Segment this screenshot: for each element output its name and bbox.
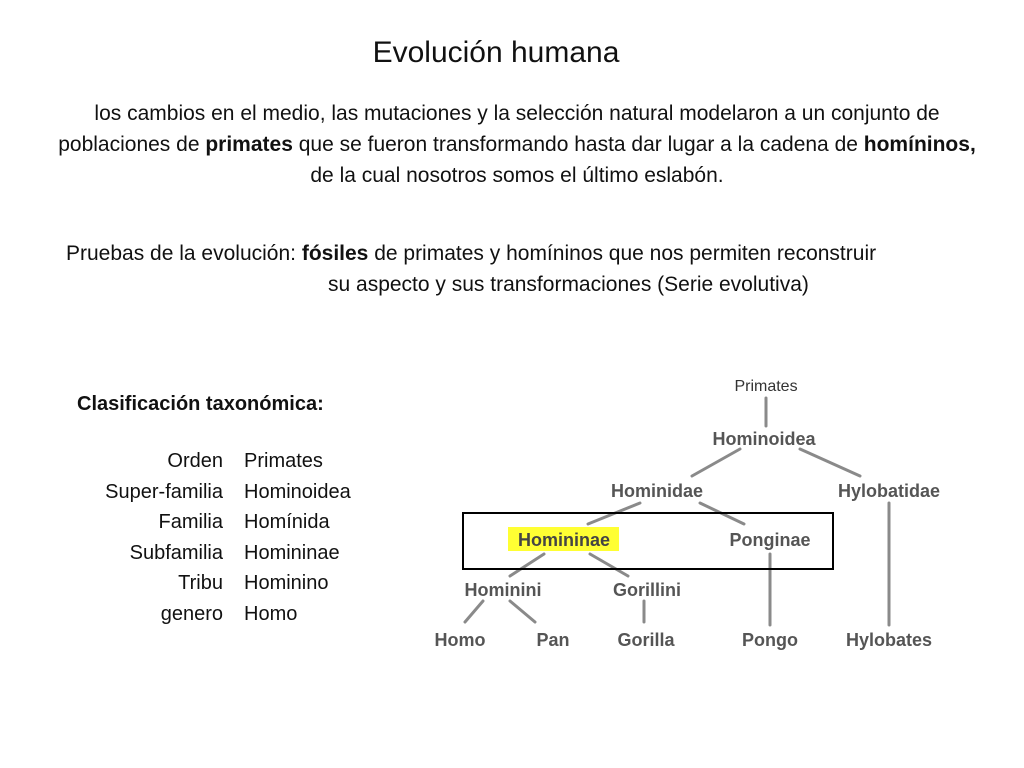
taxonomy-row-orden: Orden Primates xyxy=(60,446,351,477)
branch-hominoidea-hylobatidae xyxy=(798,447,862,478)
node-homininae: Homininae xyxy=(518,530,610,550)
taxonomy-row-subfamilia: Subfamilia Homininae xyxy=(60,538,351,569)
taxonomy-row-superfamilia: Super-familia Hominoidea xyxy=(60,477,351,508)
branch-hominini-homo xyxy=(463,599,485,624)
node-primates: Primates xyxy=(734,378,797,395)
intro-text-1: los cambios en el medio, las mutaciones … xyxy=(58,102,940,156)
classification-heading: Clasificación taxonómica: xyxy=(77,393,324,415)
taxonomy-name: Homínida xyxy=(244,511,330,533)
node-hylobatidae: Hylobatidae xyxy=(838,481,940,501)
taxonomy-name: Hominoidea xyxy=(244,480,351,503)
evidence-bold-fosiles: fósiles xyxy=(301,242,369,265)
node-ponginae: Ponginae xyxy=(729,530,810,550)
taxonomy-rank: Subfamilia xyxy=(129,541,223,564)
node-hominidae: Hominidae xyxy=(611,481,703,501)
evidence-line-1: Pruebas de la evolución: fósiles de prim… xyxy=(66,238,876,269)
taxonomy-rank: genero xyxy=(160,602,223,625)
leaf-homo: Homo xyxy=(435,630,486,650)
leaf-pan: Pan xyxy=(536,630,569,650)
intro-text-3: de la cual nosotros somos el último esla… xyxy=(310,164,724,187)
homininae-frame xyxy=(462,512,834,570)
branch-homininae-hominini xyxy=(508,552,546,578)
leaf-gorilla: Gorilla xyxy=(617,630,675,650)
node-hominini: Hominini xyxy=(465,580,542,600)
taxonomy-rank: Super-familia xyxy=(105,480,223,503)
evidence-rest: de primates y homíninos que nos permiten… xyxy=(368,242,877,265)
title-text: Evolución humana xyxy=(372,36,620,69)
evidence-prefix: Pruebas de la evolución: xyxy=(66,242,302,265)
taxonomy-rank: Familia xyxy=(158,511,223,533)
taxonomy-name: Homininae xyxy=(244,541,340,564)
intro-bold-homininos: homíninos, xyxy=(863,133,976,156)
taxonomy-rank: Orden xyxy=(167,450,223,472)
taxonomy-name: Hominino xyxy=(244,572,329,594)
taxonomy-rank: Tribu xyxy=(178,572,223,594)
branch-hominoidea-hominidae xyxy=(690,447,742,478)
taxonomy-table: Orden Primates Super-familia Hominoidea … xyxy=(60,446,351,629)
intro-paragraph: los cambios en el medio, las mutaciones … xyxy=(52,98,982,191)
taxonomy-name: Primates xyxy=(244,450,323,472)
page-title: Evolución humana xyxy=(0,36,992,70)
taxonomy-row-tribu: Tribu Hominino xyxy=(60,568,351,599)
taxonomy-row-genero: genero Homo xyxy=(60,599,351,630)
branch-hominini-pan xyxy=(508,599,537,624)
taxonomy-row-familia: Familia Homínida xyxy=(60,507,351,538)
tree-labels: Primates Hominoidea Hominidae Hylobatida… xyxy=(435,378,941,650)
taxonomy-name: Homo xyxy=(244,602,298,625)
evidence-line-2: su aspecto y sus transformaciones (Serie… xyxy=(328,273,809,296)
node-gorillini: Gorillini xyxy=(613,580,681,600)
branch-homininae-gorillini xyxy=(588,552,630,578)
intro-text-2: que se fueron transformando hasta dar lu… xyxy=(292,133,864,156)
leaf-hylobates: Hylobates xyxy=(846,630,932,650)
homininae-highlight xyxy=(508,527,619,551)
intro-bold-primates: primates xyxy=(205,133,293,156)
node-hominoidea: Hominoidea xyxy=(712,429,816,449)
leaf-pongo: Pongo xyxy=(742,630,798,650)
